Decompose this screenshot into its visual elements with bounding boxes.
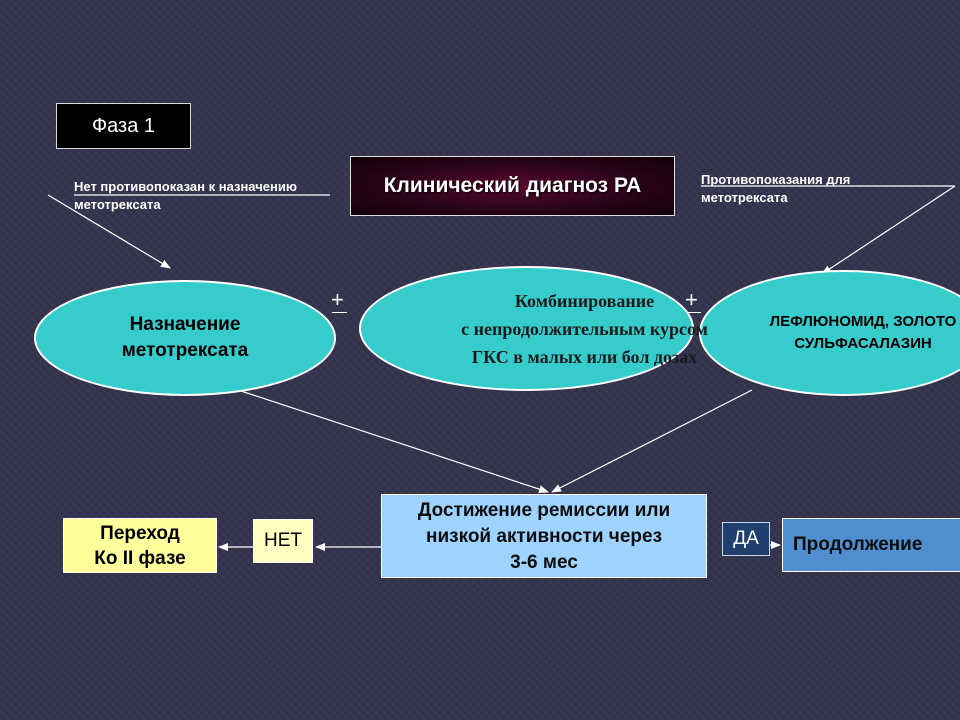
phase2-line2: Ко II фазе [94, 548, 186, 569]
phase-1-label: Фаза 1 [91, 114, 156, 137]
note-right-line2: метотрексата [701, 190, 788, 205]
combination-line1: Комбинирование [514, 291, 655, 311]
methotrexate-ellipse: Назначение метотрексата [34, 280, 336, 396]
combination-ellipse [359, 266, 694, 391]
note-right-line1: Противопоказания для [701, 172, 851, 187]
yes-box: ДА [722, 522, 770, 556]
combination-line3: ГКС в малых или бол дозах [471, 347, 698, 367]
continue-label: Продолжение [793, 534, 923, 555]
note-left-line1: Нет противопоказан к назначению [74, 179, 297, 194]
phase-2-transition-box: Переход Ко II фазе [63, 518, 217, 573]
phase2-line1: Переход [100, 523, 180, 544]
yes-label: ДА [733, 528, 759, 549]
phase-1-box: Фаза 1 [56, 103, 191, 149]
alternatives-text: ЛЕФЛЮНОМИД, ЗОЛОТО СУЛЬФАСАЛАЗИН [748, 311, 960, 355]
no-box: НЕТ [253, 519, 313, 563]
alternatives-line2: СУЛЬФАСАЛАЗИН [794, 335, 932, 352]
clinical-diagnosis-box: Клинический диагноз РА [350, 156, 675, 216]
note-contraindications: Противопоказания для метотрексата [701, 171, 921, 207]
combination-line2: с непродолжительным курсом [461, 319, 708, 339]
remission-line2: низкой активности через [425, 526, 663, 547]
combination-text: Комбинирование с непродолжительным курсо… [402, 287, 767, 371]
clinical-diagnosis-label: Клинический диагноз РА [383, 174, 642, 197]
continue-box: Продолжение [782, 518, 960, 572]
alternatives-ellipse [699, 270, 960, 396]
note-no-contraindications: Нет противопоказан к назначению метотрек… [74, 178, 364, 214]
plus-sign-2: + [685, 287, 701, 313]
remission-line1: Достижение ремиссии или [417, 500, 671, 521]
arrow-methotrexate-to-remission [237, 389, 549, 493]
no-label: НЕТ [264, 530, 302, 551]
alternatives-line1: ЛЕФЛЮНОМИД, ЗОЛОТО [769, 313, 957, 330]
methotrexate-line1: Назначение [129, 314, 241, 335]
methotrexate-line2: метотрексата [121, 340, 249, 361]
arrow-alternatives-to-remission [551, 389, 753, 493]
remission-line3: 3-6 мес [510, 552, 578, 573]
note-left-line2: метотрексата [74, 197, 161, 212]
remission-box: Достижение ремиссии или низкой активност… [381, 494, 707, 578]
plus-sign-1: + [331, 287, 347, 313]
